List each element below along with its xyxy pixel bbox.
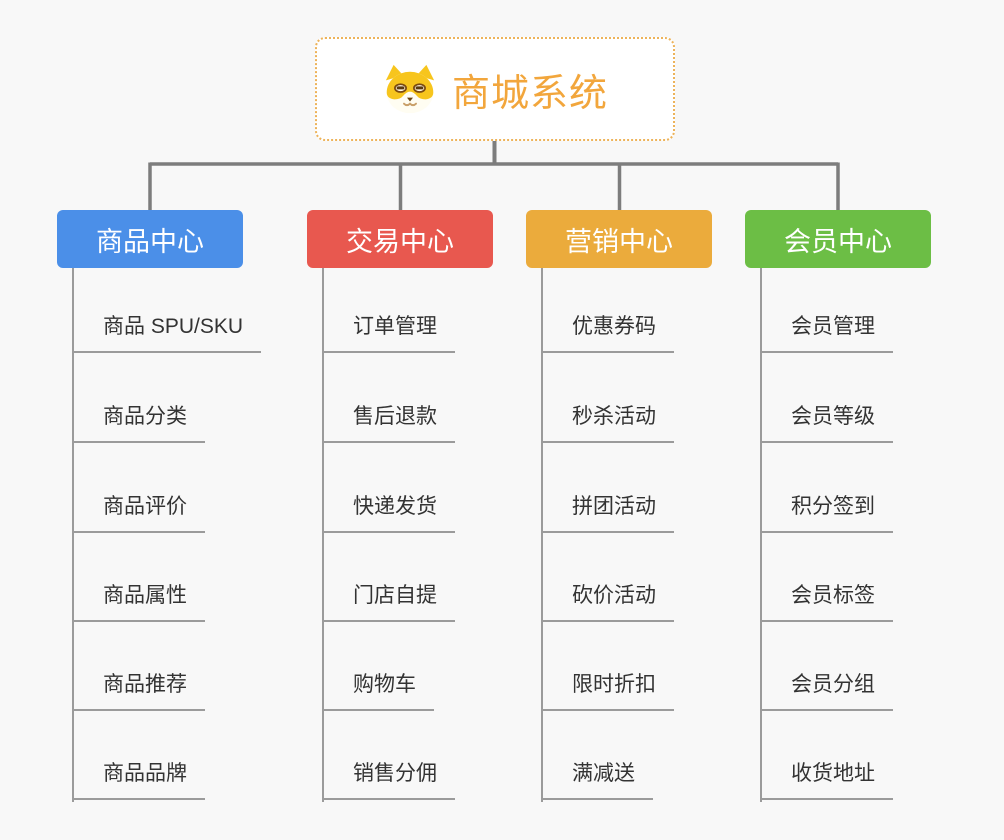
leaf-node[interactable]: 会员分组 <box>761 671 893 711</box>
branch-trunk-line <box>760 268 762 802</box>
leaf-node[interactable]: 秒杀活动 <box>542 403 674 443</box>
category-node[interactable]: 交易中心 <box>307 210 493 268</box>
leaf-node[interactable]: 收货地址 <box>761 760 893 800</box>
leaf-node[interactable]: 会员等级 <box>761 403 893 443</box>
leaf-node[interactable]: 商品品牌 <box>73 760 205 800</box>
leaf-node[interactable]: 购物车 <box>323 671 434 711</box>
leaf-node[interactable]: 商品评价 <box>73 493 205 533</box>
leaf-node[interactable]: 砍价活动 <box>542 582 674 622</box>
leaf-node[interactable]: 门店自提 <box>323 582 455 622</box>
category-node[interactable]: 营销中心 <box>526 210 712 268</box>
leaf-node[interactable]: 售后退款 <box>323 403 455 443</box>
category-node[interactable]: 商品中心 <box>57 210 243 268</box>
leaf-node[interactable]: 商品属性 <box>73 582 205 622</box>
leaf-node[interactable]: 快递发货 <box>323 493 455 533</box>
branch-4: 会员中心会员管理会员等级积分签到会员标签会员分组收货地址 <box>745 210 931 802</box>
leaf-node[interactable]: 订单管理 <box>323 313 455 353</box>
leaf-node[interactable]: 商品推荐 <box>73 671 205 711</box>
leaf-node[interactable]: 积分签到 <box>761 493 893 533</box>
leaf-node[interactable]: 限时折扣 <box>542 671 674 711</box>
dog-face-icon <box>385 64 435 114</box>
branch-3: 营销中心优惠券码秒杀活动拼团活动砍价活动限时折扣满减送 <box>526 210 712 802</box>
root-node-title: 商城系统 <box>451 72 608 115</box>
branch-trunk-line <box>72 268 74 802</box>
leaf-node[interactable]: 会员管理 <box>761 313 893 353</box>
leaf-node[interactable]: 满减送 <box>542 760 653 800</box>
leaf-node[interactable]: 优惠券码 <box>542 313 674 353</box>
leaf-node[interactable]: 商品分类 <box>73 403 205 443</box>
leaf-node[interactable]: 商品 SPU/SKU <box>73 313 262 353</box>
branch-2: 交易中心订单管理售后退款快递发货门店自提购物车销售分佣 <box>307 210 493 802</box>
leaf-node[interactable]: 销售分佣 <box>323 760 455 800</box>
category-node[interactable]: 会员中心 <box>745 210 931 268</box>
branch-1: 商品中心商品 SPU/SKU 商品分类商品评价商品属性商品推荐商品品牌 <box>57 210 262 802</box>
root-node[interactable]: 商城系统 <box>315 37 675 141</box>
branch-trunk-line <box>322 268 324 802</box>
branch-trunk-line <box>541 268 543 802</box>
leaf-node[interactable]: 拼团活动 <box>542 493 674 533</box>
leaf-node[interactable]: 会员标签 <box>761 582 893 622</box>
